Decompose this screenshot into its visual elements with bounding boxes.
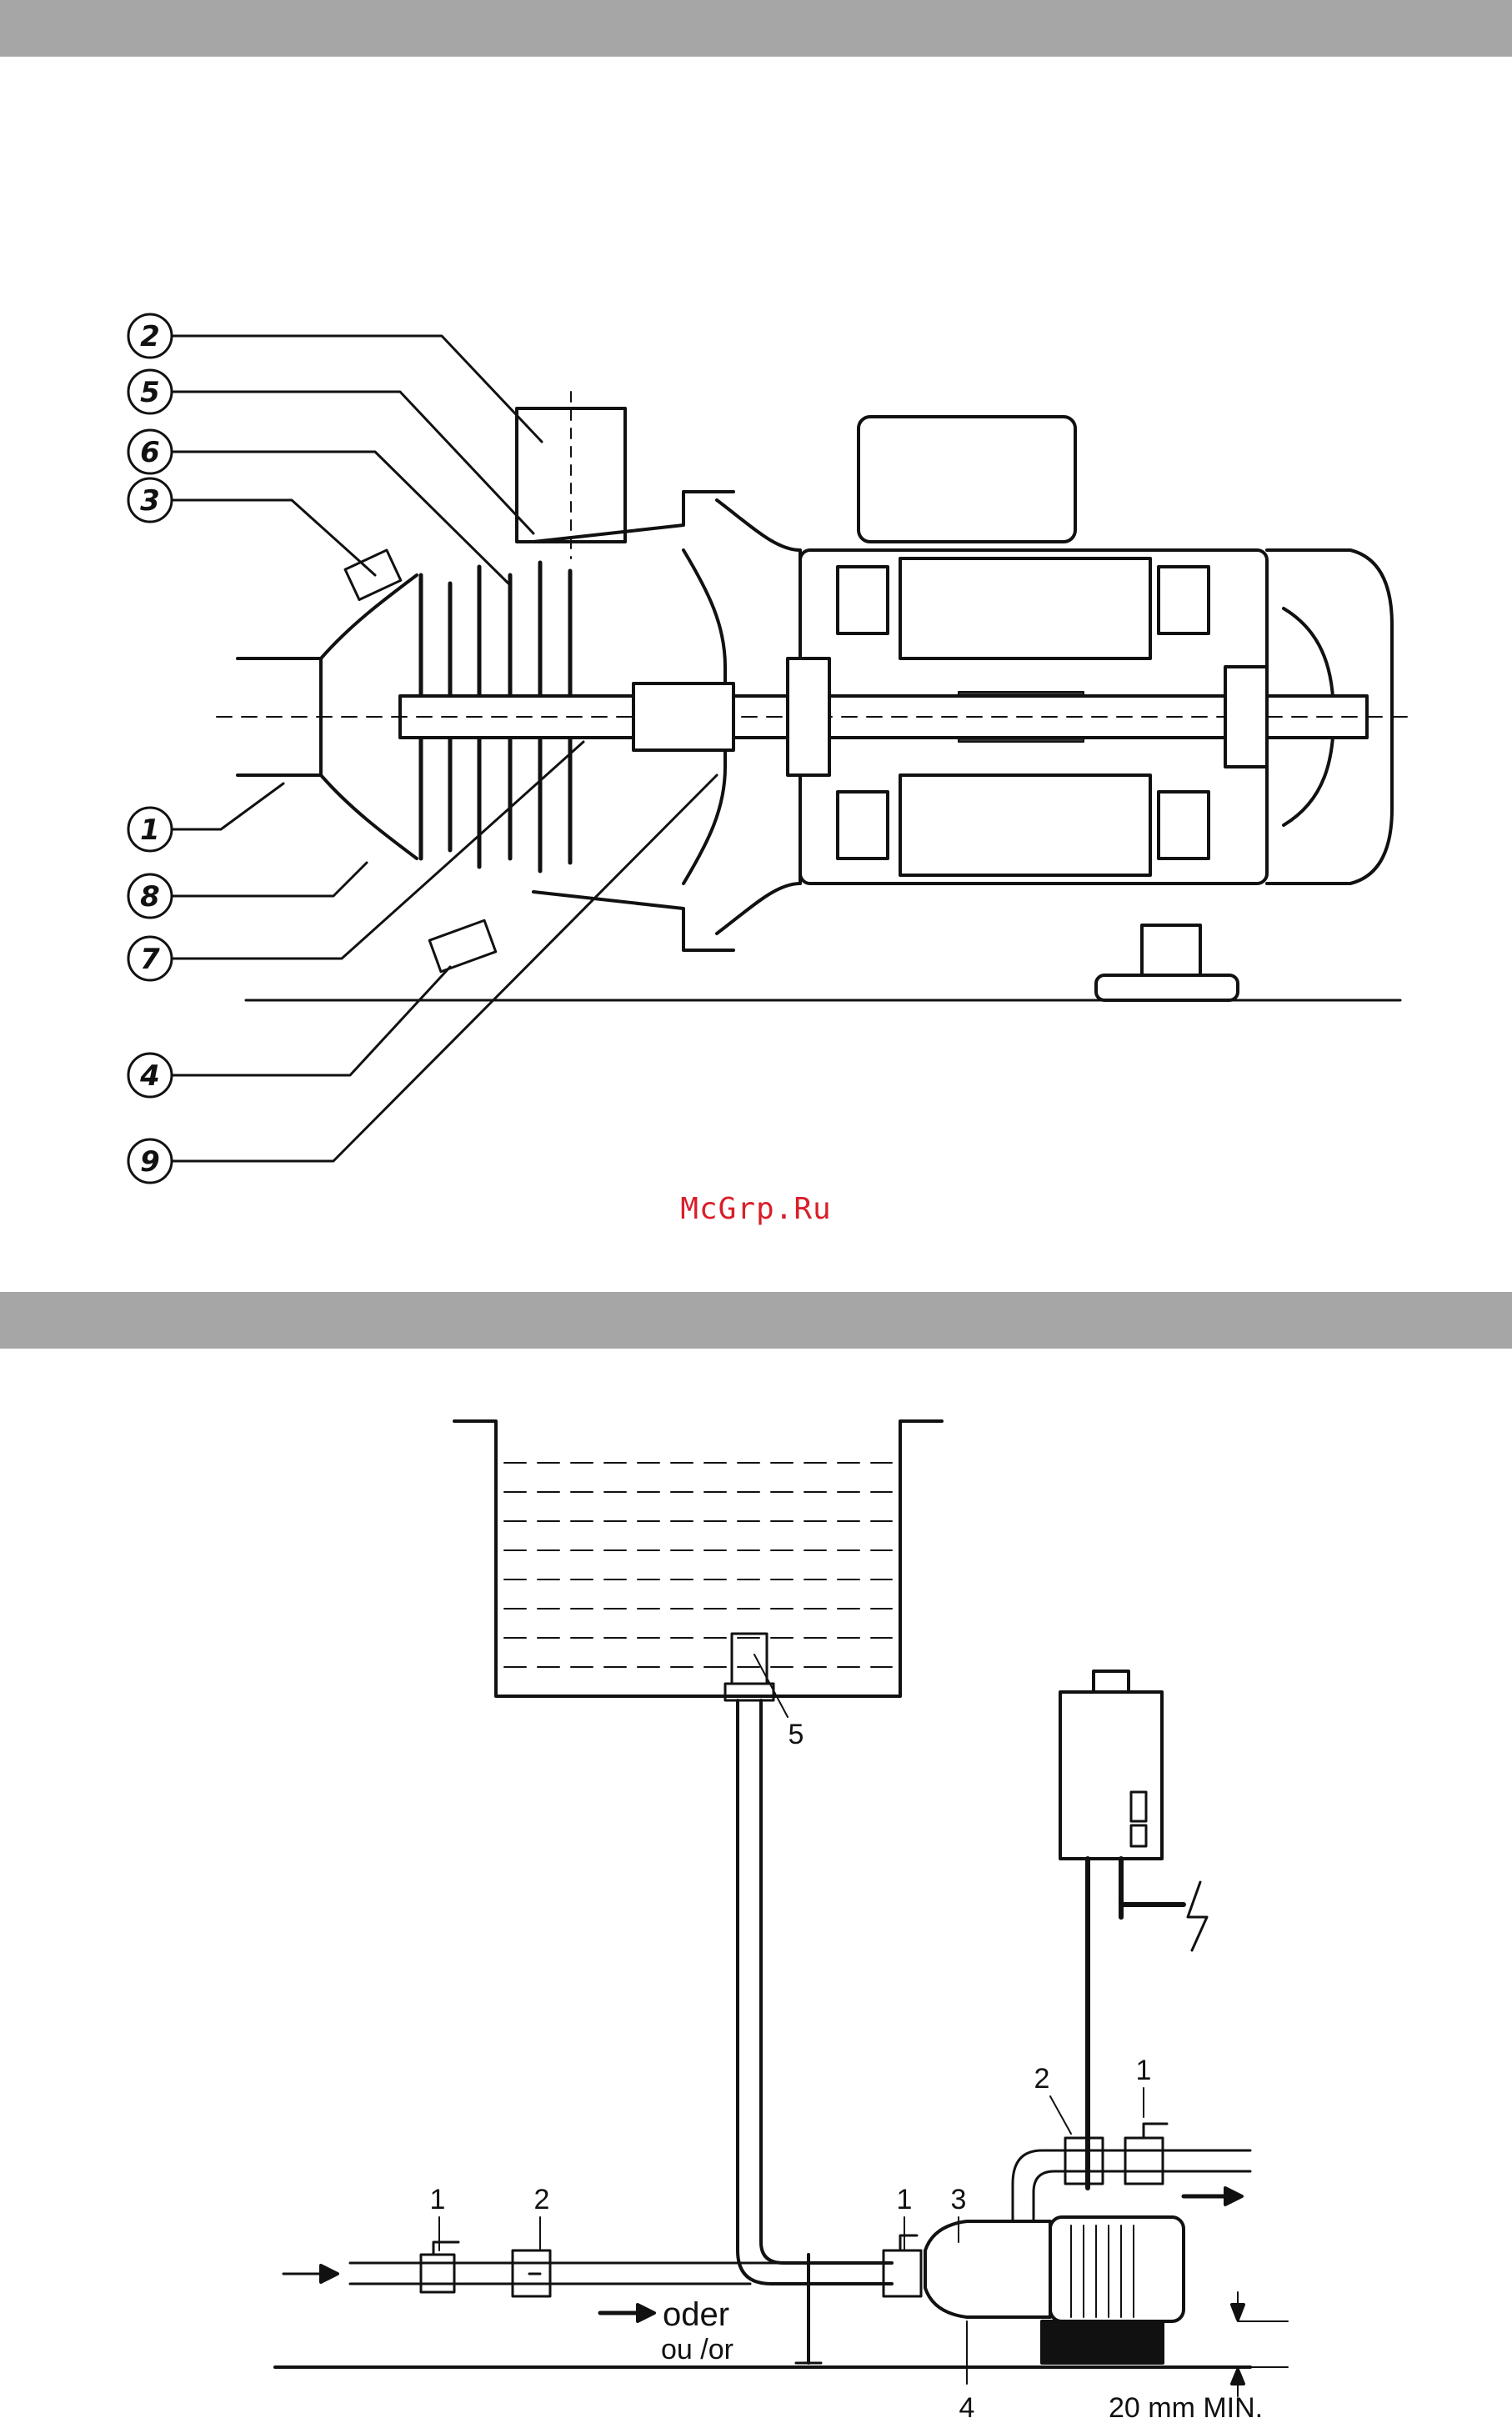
label-1-left: 1 — [430, 2184, 446, 2215]
pump-cross-section-diagram: 2 5 6 3 1 8 7 4 9 — [0, 275, 1512, 1217]
label-3: 3 — [951, 2184, 967, 2215]
label-5: 5 — [789, 1719, 804, 1750]
water-tank — [454, 1421, 942, 1696]
shutoff-valve-1-right — [1125, 2138, 1163, 2184]
flow-text-ou-or: ou /or — [661, 2334, 733, 2365]
installation-diagram: 1 2 1 3 2 1 5 4 oder ou /or 20 mm MIN. — [0, 1384, 1512, 2423]
callout-3: 3 — [140, 484, 160, 518]
label-1-middle: 1 — [897, 2184, 913, 2215]
header-band-top — [0, 0, 1512, 57]
callout-7: 7 — [140, 943, 160, 976]
water-lines — [504, 1463, 892, 1667]
label-2-left: 2 — [534, 2184, 550, 2215]
callout-6: 6 — [140, 436, 160, 469]
flow-text-oder: oder — [663, 2296, 729, 2333]
electric-supply-icon — [1188, 1882, 1207, 1950]
callout-9: 9 — [140, 1145, 160, 1179]
shutoff-valve-1-middle — [884, 2250, 921, 2296]
check-valve-2-right — [1065, 2138, 1103, 2184]
label-2-right: 2 — [1034, 2063, 1050, 2095]
label-1-right: 1 — [1136, 2055, 1152, 2086]
label-4: 4 — [959, 2392, 975, 2423]
callout-5: 5 — [140, 376, 160, 409]
pump-base-pad — [1042, 2321, 1163, 2363]
callout-8: 8 — [140, 880, 160, 914]
callout-2: 2 — [140, 320, 160, 353]
pump-body — [925, 2221, 1050, 2317]
callout-1: 1 — [140, 814, 160, 847]
foot-valve-icon — [732, 1634, 767, 1684]
dimension-label: 20 mm MIN. — [1109, 2392, 1263, 2423]
watermark-text: McGrp.Ru — [0, 1192, 1512, 1226]
header-band-middle — [0, 1292, 1512, 1349]
shutoff-valve-1-left — [421, 2255, 454, 2292]
callout-4: 4 — [139, 1059, 160, 1093]
